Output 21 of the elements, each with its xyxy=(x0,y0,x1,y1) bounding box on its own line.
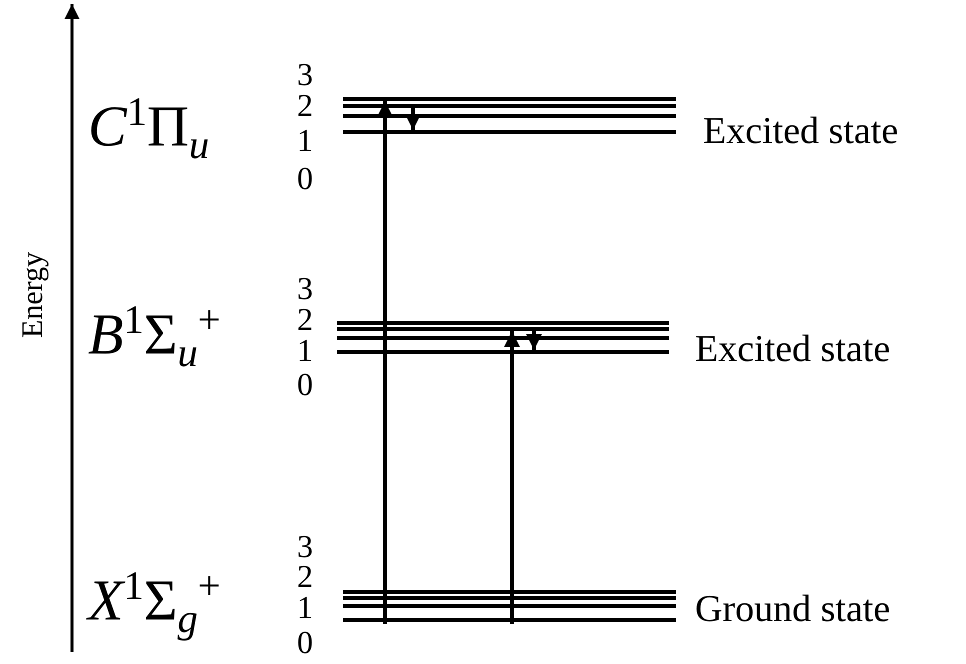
state-label: Excited state xyxy=(703,112,898,150)
state-label: Ground state xyxy=(695,590,890,628)
vibrational-number: 1 xyxy=(297,591,313,623)
vibrational-number: 1 xyxy=(297,124,313,156)
vibrational-number: 3 xyxy=(297,272,313,304)
vibrational-number: 0 xyxy=(297,626,313,658)
vibrational-number: 2 xyxy=(297,560,313,592)
transition-arrow xyxy=(405,106,421,130)
vibrational-number: 2 xyxy=(297,89,313,121)
state-label: Excited state xyxy=(695,330,890,368)
vibrational-number: 3 xyxy=(297,530,313,562)
vibrational-number: 0 xyxy=(297,162,313,194)
axis-label: Energy xyxy=(18,252,48,338)
vibrational-number: 1 xyxy=(297,334,313,366)
vibrational-number: 0 xyxy=(297,368,313,400)
transition-arrow xyxy=(377,101,393,624)
vibrational-number: 2 xyxy=(297,303,313,335)
vibrational-number: 3 xyxy=(297,58,313,90)
transition-arrow xyxy=(526,329,542,350)
transition-arrow xyxy=(504,331,520,624)
term-symbol: C$^{1}$Π$_{u}$ xyxy=(88,92,210,166)
